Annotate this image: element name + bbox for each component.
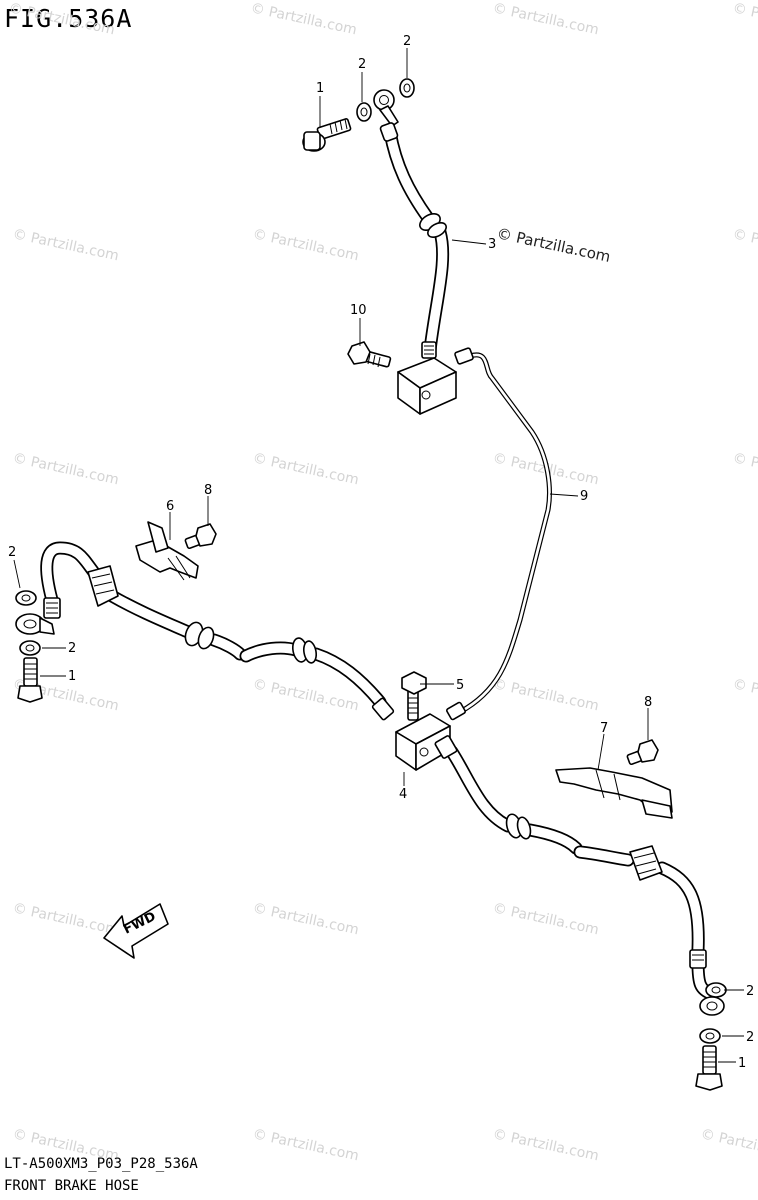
bracket-6 bbox=[135, 521, 199, 581]
washer-left-upper bbox=[15, 590, 37, 606]
callout-5: 5 bbox=[456, 678, 464, 693]
watermark-text: © Partzilla.com bbox=[249, 0, 358, 38]
washer-top-left bbox=[356, 102, 372, 122]
upper-brake-hose bbox=[373, 89, 450, 359]
bolt-10 bbox=[347, 341, 392, 368]
brake-pipe bbox=[446, 347, 552, 721]
callout-2-top-left: 2 bbox=[358, 57, 366, 72]
watermark-grid: © Partzilla.com © Partzilla.com © Partzi… bbox=[7, 0, 758, 1164]
watermark-text: © Partzilla.com bbox=[251, 900, 360, 938]
callout-10: 10 bbox=[350, 303, 367, 318]
watermark-text: © Partzilla.com bbox=[11, 450, 120, 488]
bolt-8-left bbox=[184, 523, 217, 550]
callout-2-top-right: 2 bbox=[403, 34, 411, 49]
watermark-text: © Partzilla.com bbox=[699, 1126, 758, 1164]
callout-1-left: 1 bbox=[68, 669, 76, 684]
watermark-text: © Partzilla.com bbox=[251, 226, 360, 264]
watermark-prominent: © Partzilla.com bbox=[495, 224, 612, 266]
callout-1-right: 1 bbox=[738, 1056, 746, 1071]
callout-leaders bbox=[13, 48, 744, 1063]
watermark-text: © Partzilla.com bbox=[11, 226, 120, 264]
watermark-text: © Partzilla.com bbox=[731, 0, 758, 38]
watermark-text: © Partzilla.com bbox=[251, 450, 360, 488]
banjo-bolt-top bbox=[302, 118, 352, 152]
figure-caption: FRONT BRAKE HOSE bbox=[4, 1178, 139, 1194]
callout-2-right-lower: 2 bbox=[746, 1030, 754, 1045]
washer-right-lower bbox=[699, 1028, 721, 1044]
callout-8-left: 8 bbox=[204, 483, 212, 498]
callout-4: 4 bbox=[399, 787, 407, 802]
callout-labels: 1 2 2 3 10 9 6 8 2 2 1 5 4 7 8 2 2 1 bbox=[8, 34, 754, 1071]
callout-8-right: 8 bbox=[644, 695, 652, 710]
bolt-8-right bbox=[626, 739, 659, 766]
washer-left-lower bbox=[19, 640, 41, 656]
model-code: LT-A500XM3_P03_P28_536A bbox=[4, 1156, 198, 1172]
washer-top-right bbox=[399, 78, 415, 98]
callout-2-right-upper: 2 bbox=[746, 984, 754, 999]
watermark-text: © Partzilla.com bbox=[731, 676, 758, 714]
callout-1-top: 1 bbox=[316, 81, 324, 96]
banjo-bolt-right bbox=[695, 1045, 723, 1091]
bracket-7 bbox=[555, 767, 673, 819]
left-brake-hose bbox=[15, 541, 395, 721]
watermark-text: © Partzilla.com bbox=[11, 900, 120, 938]
washer-right-upper bbox=[705, 982, 727, 998]
callout-2-left-upper: 2 bbox=[8, 545, 16, 560]
watermark-text: © Partzilla.com bbox=[491, 676, 600, 714]
callout-6: 6 bbox=[166, 499, 174, 514]
callout-9: 9 bbox=[580, 489, 588, 504]
upper-junction-block bbox=[397, 357, 457, 415]
right-brake-hose bbox=[434, 735, 719, 1001]
watermark-text: © Partzilla.com bbox=[731, 226, 758, 264]
forward-direction-arrow: FWD bbox=[103, 903, 169, 959]
callout-3: 3 bbox=[488, 237, 496, 252]
bolt-5 bbox=[401, 671, 427, 721]
watermark-text: © Partzilla.com bbox=[491, 0, 600, 38]
watermark-text: © Partzilla.com bbox=[491, 900, 600, 938]
watermark-text: © Partzilla.com bbox=[251, 676, 360, 714]
watermark-text: © Partzilla.com bbox=[7, 0, 116, 38]
callout-7: 7 bbox=[600, 721, 608, 736]
banjo-bolt-left bbox=[17, 657, 43, 703]
figure-title: FIG.536A bbox=[4, 4, 133, 33]
callout-2-left-lower: 2 bbox=[68, 641, 76, 656]
watermark-text: © Partzilla.com bbox=[731, 450, 758, 488]
watermark-text: © Partzilla.com bbox=[251, 1126, 360, 1164]
banjo-fitting-right bbox=[699, 996, 725, 1016]
watermark-text: © Partzilla.com bbox=[491, 1126, 600, 1164]
